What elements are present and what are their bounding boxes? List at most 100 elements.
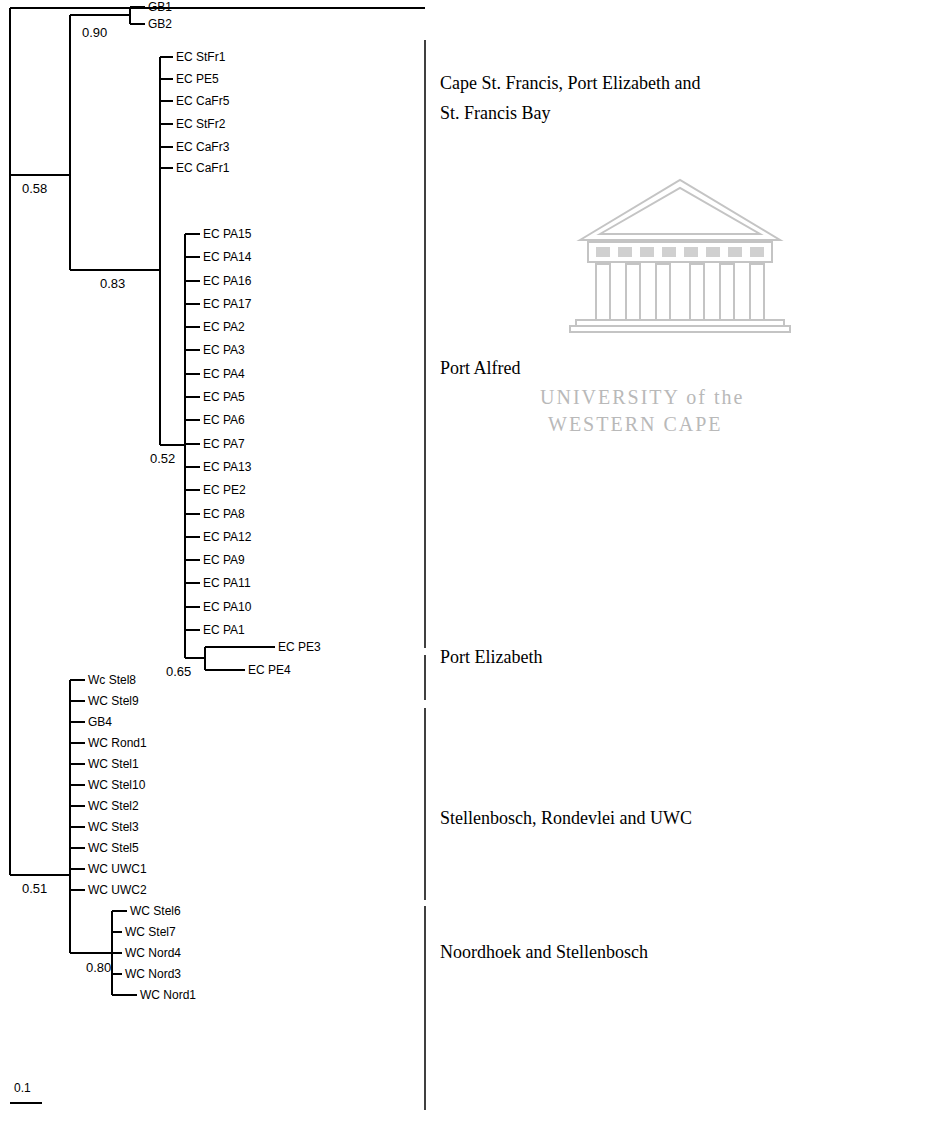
taxon-label: EC PA14 xyxy=(203,249,251,265)
branch xyxy=(185,280,200,282)
taxon-label: EC PE4 xyxy=(248,662,291,678)
branch xyxy=(160,146,173,148)
branch xyxy=(70,847,85,849)
branch xyxy=(185,326,200,328)
branch xyxy=(185,582,200,584)
branch xyxy=(160,100,173,102)
branch xyxy=(70,952,112,954)
support-value: 0.51 xyxy=(22,881,47,897)
branch xyxy=(185,536,200,538)
taxon-label: EC CaFr5 xyxy=(176,93,229,109)
branch xyxy=(185,489,200,491)
branch xyxy=(185,606,200,608)
branch xyxy=(70,679,85,681)
branch xyxy=(160,56,173,58)
taxon-label: EC PA2 xyxy=(203,319,245,335)
support-value: 0.65 xyxy=(166,664,191,680)
region-label: Stellenbosch, Rondevlei and UWC xyxy=(440,803,692,833)
taxon-label: EC PA16 xyxy=(203,273,251,289)
branch xyxy=(69,680,71,953)
branch xyxy=(70,700,85,702)
taxon-label: WC Stel5 xyxy=(88,840,139,856)
taxon-label: WC Rond1 xyxy=(88,735,147,751)
taxon-label: EC PA8 xyxy=(203,506,245,522)
taxon-label: EC PE2 xyxy=(203,482,246,498)
branch xyxy=(70,14,130,16)
taxon-label: EC StFr2 xyxy=(176,116,225,132)
branch xyxy=(204,647,206,670)
support-value: 0.80 xyxy=(86,960,111,976)
taxon-label: WC Stel3 xyxy=(88,819,139,835)
branch xyxy=(129,7,131,24)
branch xyxy=(185,349,200,351)
branch xyxy=(185,303,200,305)
taxon-label: EC CaFr1 xyxy=(176,160,229,176)
taxon-label: EC PA7 xyxy=(203,436,245,452)
branch xyxy=(160,123,173,125)
branch xyxy=(185,657,205,659)
taxon-label: EC PA17 xyxy=(203,296,251,312)
taxon-label: EC PA11 xyxy=(203,575,251,591)
taxon-label: WC Nord1 xyxy=(140,987,196,1003)
taxon-label: EC PA1 xyxy=(203,622,245,638)
branch xyxy=(185,443,200,445)
taxon-label: WC Nord4 xyxy=(125,945,181,961)
region-label: Noordhoek and Stellenbosch xyxy=(440,937,648,967)
taxon-label: EC PA13 xyxy=(203,459,251,475)
branch xyxy=(160,78,173,80)
branch xyxy=(185,233,200,235)
taxon-label: WC Stel6 xyxy=(130,903,181,919)
taxon-label: Wc Stel8 xyxy=(88,672,136,688)
region-label: Cape St. Francis, Port Elizabeth and St.… xyxy=(440,68,720,128)
taxon-label: WC Stel9 xyxy=(88,693,139,709)
branch xyxy=(205,669,245,671)
branch xyxy=(10,874,70,876)
branch xyxy=(185,419,200,421)
branch xyxy=(69,15,71,270)
taxon-label: EC PA6 xyxy=(203,412,245,428)
taxon-label: EC CaFr3 xyxy=(176,139,229,155)
support-value: 0.58 xyxy=(22,181,47,197)
branch xyxy=(160,167,173,169)
watermark-text: UNIVERSITY of the xyxy=(540,385,744,409)
taxon-label: EC PA12 xyxy=(203,529,251,545)
taxon-label: EC PE3 xyxy=(278,639,321,655)
branch xyxy=(70,269,160,271)
branch xyxy=(159,57,161,445)
taxon-label: EC PA5 xyxy=(203,389,245,405)
branch xyxy=(160,444,185,446)
taxon-label: WC Stel7 xyxy=(125,924,176,940)
taxon-label: WC Nord3 xyxy=(125,966,181,982)
support-value: 0.83 xyxy=(100,276,125,292)
branch xyxy=(185,373,200,375)
taxon-label: EC PA3 xyxy=(203,342,245,358)
branch xyxy=(185,513,200,515)
taxon-label: EC PA15 xyxy=(203,226,251,242)
branch xyxy=(185,466,200,468)
taxon-label: WC Stel10 xyxy=(88,777,145,793)
branch xyxy=(10,174,70,176)
taxon-label: EC PA10 xyxy=(203,599,251,615)
branch xyxy=(112,910,127,912)
watermark-text: WESTERN CAPE xyxy=(548,412,723,436)
branch xyxy=(70,805,85,807)
branch xyxy=(70,763,85,765)
branch xyxy=(70,889,85,891)
branch xyxy=(70,742,85,744)
region-label: Port Elizabeth xyxy=(440,642,542,672)
taxon-label: EC PA9 xyxy=(203,552,245,568)
branch xyxy=(9,8,11,875)
branch xyxy=(184,234,186,658)
taxon-label: EC StFr1 xyxy=(176,49,225,65)
taxon-label: GB2 xyxy=(148,16,172,32)
branch xyxy=(112,994,137,996)
branch xyxy=(112,931,122,933)
branch xyxy=(130,6,145,8)
taxon-label: GB4 xyxy=(88,714,112,730)
support-value: 0.90 xyxy=(82,25,107,41)
branch xyxy=(185,256,200,258)
branch xyxy=(205,646,275,648)
taxon-label: WC UWC1 xyxy=(88,861,147,877)
taxon-label: WC UWC2 xyxy=(88,882,147,898)
